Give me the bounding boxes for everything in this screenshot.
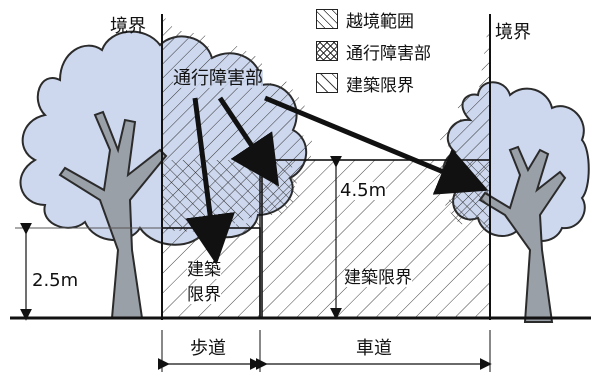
boundary-label-left: 境界 <box>110 16 146 37</box>
legend-label-overhang: 越境範囲 <box>346 11 414 32</box>
legend-swatch-overhang <box>316 9 338 29</box>
pointer-arrow-2 <box>217 96 280 187</box>
obstruction-label: 通行障害部 <box>173 68 263 89</box>
legend-label-obstruction: 通行障害部 <box>346 43 431 64</box>
legend-label-building-limit: 建築限界 <box>346 75 414 96</box>
left-tree-trunk <box>58 110 168 319</box>
pointer-arrow-3 <box>264 95 489 195</box>
pointer-arrow-1 <box>185 97 235 265</box>
height-4-5-label: 4.5m <box>340 180 387 201</box>
legend-swatch-obstruction <box>316 41 338 61</box>
boundary-label-right: 境界 <box>495 22 531 43</box>
sidewalk-limit-label-line2: 限界 <box>187 285 221 305</box>
sidewalk-label: 歩道 <box>190 338 226 359</box>
roadway-label: 車道 <box>356 338 392 359</box>
road-limit-label: 建築限界 <box>344 268 412 288</box>
legend-item-obstruction: 通行障害部 <box>316 40 431 64</box>
height-2-5-label: 2.5m <box>32 270 79 291</box>
legend-swatch-building-limit <box>316 73 338 93</box>
legend-item-building-limit: 建築限界 <box>316 72 414 96</box>
legend-item-overhang: 越境範囲 <box>316 8 414 32</box>
sidewalk-limit-label-line1: 建築 <box>187 260 221 280</box>
